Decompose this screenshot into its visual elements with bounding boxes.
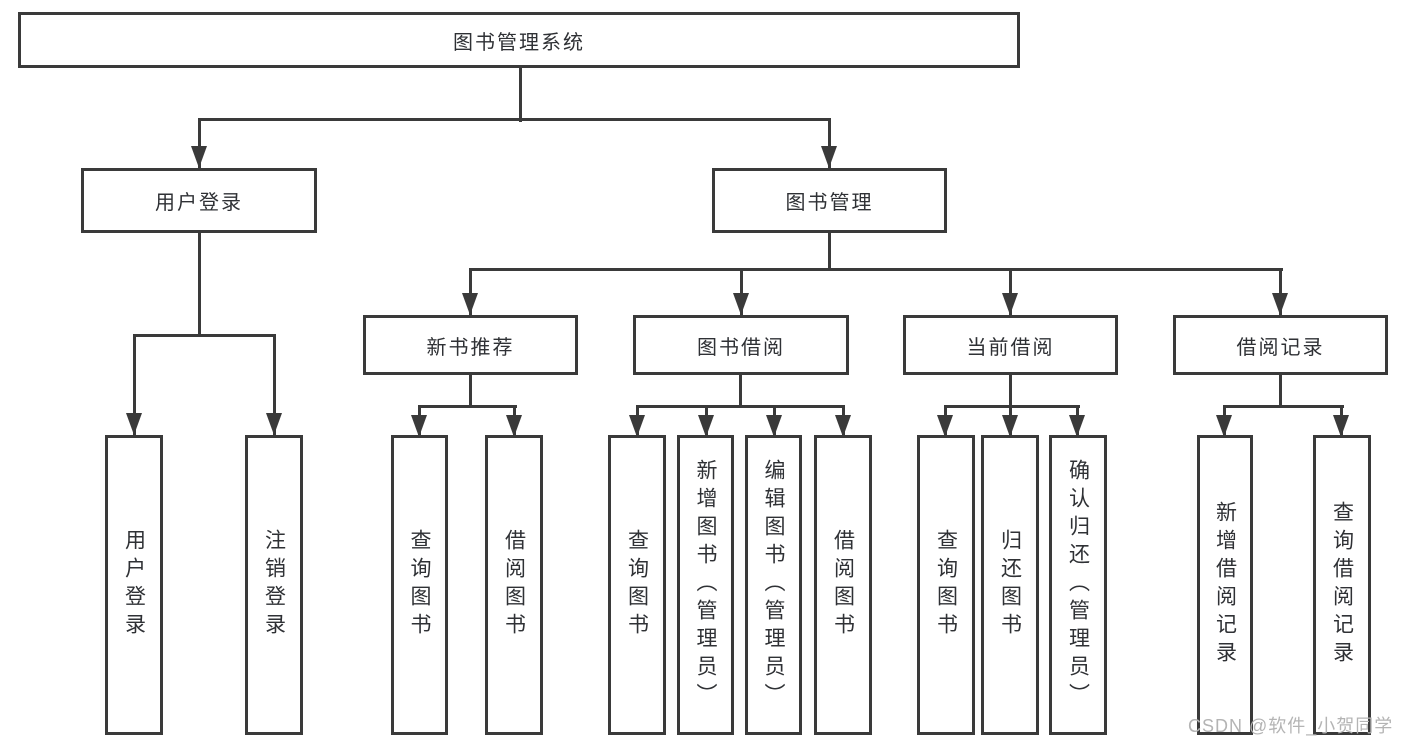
connector-line [273, 334, 276, 435]
arrowhead-down-icon [1002, 415, 1018, 437]
arrowhead-down-icon [835, 415, 851, 437]
connector-line [469, 268, 1283, 271]
node-current-borrow: 当前借阅 [903, 315, 1118, 375]
arrowhead-down-icon [266, 413, 282, 435]
arrowhead-down-icon [1333, 415, 1349, 437]
leaf-borrow-query-books: 查询图书 [608, 435, 666, 735]
connector-line [133, 334, 136, 435]
leaf-newbooks-borrow-books: 借阅图书 [485, 435, 543, 735]
arrowhead-down-icon [411, 415, 427, 437]
arrowhead-down-icon [698, 415, 714, 437]
arrowhead-down-icon [1069, 415, 1085, 437]
arrowhead-down-icon [191, 146, 207, 168]
connector-line [828, 231, 831, 271]
leaf-borrow-edit-books-admin: 编辑图书（管理员） [745, 435, 802, 735]
node-book-management: 图书管理 [712, 168, 947, 233]
arrowhead-down-icon [1002, 293, 1018, 315]
connector-line [198, 231, 201, 337]
connector-line [1223, 405, 1344, 408]
arrowhead-down-icon [506, 415, 522, 437]
leaf-records-query-record: 查询借阅记录 [1313, 435, 1371, 735]
connector-line [828, 118, 831, 168]
arrowhead-down-icon [126, 413, 142, 435]
connector-line [1279, 373, 1282, 408]
connector-line [198, 118, 201, 168]
node-book-borrow: 图书借阅 [633, 315, 849, 375]
leaf-current-confirm-return-admin: 确认归还（管理员） [1049, 435, 1107, 735]
node-borrow-records: 借阅记录 [1173, 315, 1388, 375]
connector-line [944, 405, 1080, 408]
connector-line [469, 268, 472, 315]
leaf-user-login: 用户登录 [105, 435, 163, 735]
connector-line [469, 373, 472, 408]
arrowhead-down-icon [937, 415, 953, 437]
connector-line [740, 268, 743, 315]
connector-line [739, 373, 742, 408]
node-user-login: 用户登录 [81, 168, 317, 233]
leaf-borrow-add-books-admin: 新增图书（管理员） [677, 435, 734, 735]
arrowhead-down-icon [733, 293, 749, 315]
leaf-current-query-books: 查询图书 [917, 435, 975, 735]
arrowhead-down-icon [766, 415, 782, 437]
connector-line [1009, 268, 1012, 315]
leaf-current-return-books: 归还图书 [981, 435, 1039, 735]
connector-line [1009, 373, 1012, 408]
leaf-records-add-record: 新增借阅记录 [1197, 435, 1253, 735]
connector-line [198, 118, 831, 121]
leaf-newbooks-query-books: 查询图书 [391, 435, 448, 735]
csdn-watermark: CSDN @软件_小贺同学 [1188, 716, 1394, 736]
connector-line [636, 405, 845, 408]
leaf-logout: 注销登录 [245, 435, 303, 735]
connector-line [418, 405, 517, 408]
node-new-book-recommend: 新书推荐 [363, 315, 578, 375]
connector-line [519, 66, 522, 122]
arrowhead-down-icon [1272, 293, 1288, 315]
node-root: 图书管理系统 [18, 12, 1020, 68]
connector-line [1279, 268, 1282, 315]
connector-line [133, 334, 276, 337]
arrowhead-down-icon [821, 146, 837, 168]
arrowhead-down-icon [629, 415, 645, 437]
arrowhead-down-icon [1216, 415, 1232, 437]
arrowhead-down-icon [462, 293, 478, 315]
leaf-borrow-borrow-books: 借阅图书 [814, 435, 872, 735]
